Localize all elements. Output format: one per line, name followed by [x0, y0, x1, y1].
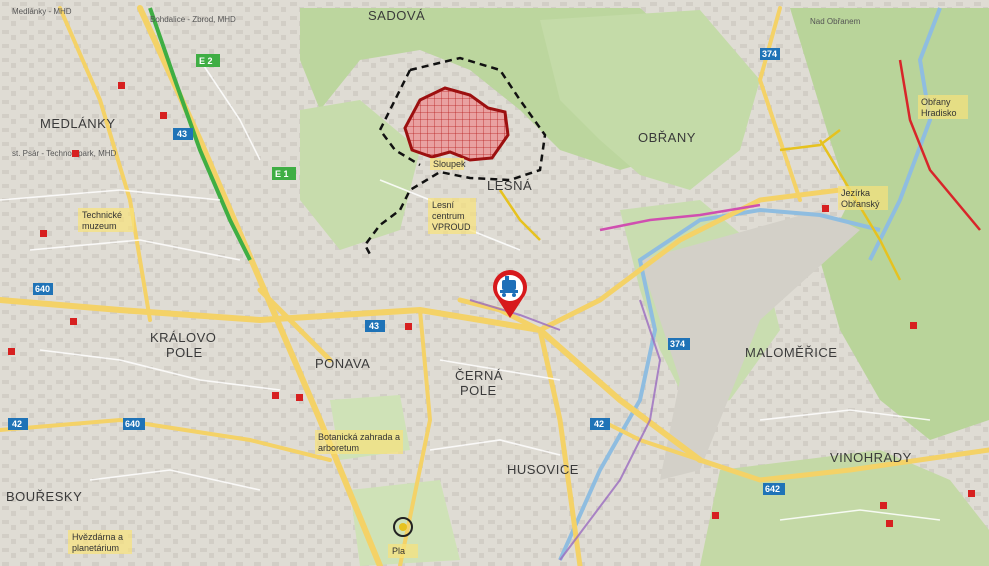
e-sign-2: E 1 [275, 169, 289, 179]
poi-marker[interactable] [118, 82, 125, 89]
label-vinohrady: VINOHRADY [830, 450, 912, 465]
road-shield-3: 374 [762, 49, 777, 59]
road-shield-4: 42 [594, 419, 604, 429]
poi-marker[interactable] [405, 323, 412, 330]
label-lesna: LESNÁ [487, 178, 532, 193]
label-stop-left: st. Psár - Technol. park, MHD [12, 149, 117, 158]
poi-marker[interactable] [272, 392, 279, 399]
road-shield-6: 43 [369, 321, 379, 331]
poi-marker[interactable] [40, 230, 47, 237]
label-malomerice: MALOMĚŘICE [745, 345, 837, 360]
label-obrany: OBŘANY [638, 130, 696, 145]
streets [0, 59, 941, 521]
small-labels: Medlánky - MHD Bohdalice - Zbrod, MHD st… [12, 7, 861, 158]
poi-medlanky-2: muzeum [82, 221, 117, 231]
label-husovice: HUSOVICE [507, 462, 579, 477]
reserve-buffer-boundary [363, 56, 547, 259]
train-location-marker[interactable] [493, 270, 527, 318]
label-medlanky: MEDLÁNKY [40, 116, 116, 131]
poi-lesna-1: Lesní [432, 200, 455, 210]
road-shield-2: 640 [35, 284, 50, 294]
motorway-signs: E 2 E 1 [196, 54, 296, 180]
label-pole-2: POLE [460, 383, 497, 398]
hiking-trails [498, 59, 981, 281]
river-svitava [558, 207, 881, 561]
circle-marker-inner [399, 523, 407, 531]
label-stop-top: Medlánky - MHD [12, 7, 72, 16]
road-shield-1: 43 [177, 129, 187, 139]
poi-labels: Lesní centrum VPROUD Sloupek Technické m… [68, 95, 968, 558]
poi-medlanky-1: Technické [82, 210, 122, 220]
poi-marker[interactable] [712, 512, 719, 519]
poi-right-1: Obřany [921, 97, 951, 107]
road-shield-5: 642 [765, 484, 780, 494]
poi-marker[interactable] [70, 318, 77, 325]
poi-marker[interactable] [8, 348, 15, 355]
label-stop-2: Bohdalice - Zbrod, MHD [150, 15, 236, 24]
protected-area[interactable] [403, 86, 510, 162]
e-sign-1: E 2 [199, 56, 213, 66]
park-bottom [350, 480, 460, 566]
poi-marker[interactable] [886, 520, 893, 527]
poi-top-right-1: Jezírka [841, 188, 870, 198]
river-svratka [868, 7, 942, 261]
poi-marker[interactable] [160, 112, 167, 119]
poi-top-right-2: Obřanský [841, 199, 880, 209]
road-shield-8: 42 [12, 419, 22, 429]
label-kralovo: KRÁLOVO [150, 330, 216, 345]
poi-marker[interactable] [880, 502, 887, 509]
poi-lesna-3: VPROUD [432, 222, 471, 232]
poi-ponava-2: arboretum [318, 443, 359, 453]
label-sadova: SADOVÁ [368, 8, 425, 23]
poi-right-2: Hradisko [921, 108, 957, 118]
label-cerna: ČERNÁ [455, 368, 503, 383]
poi-marker[interactable] [822, 205, 829, 212]
tram-lines [469, 299, 662, 561]
forest-obrany-hill [540, 10, 760, 190]
poi-marker[interactable] [296, 394, 303, 401]
forest-west-slope [300, 100, 420, 250]
poi-ponava-1: Botanická zahrada a [318, 432, 400, 442]
poi-marker[interactable] [910, 322, 917, 329]
circle-marker[interactable] [393, 517, 413, 537]
poi-reserve: Sloupek [433, 159, 466, 169]
poi-marker[interactable] [968, 490, 975, 497]
train-icon [500, 276, 518, 297]
district-labels: SADOVÁ MEDLÁNKY OBŘANY LESNÁ KRÁLOVO POL… [6, 8, 912, 504]
poi-marker[interactable] [72, 150, 79, 157]
railway-yard [640, 210, 860, 480]
label-ponava: PONAVA [315, 356, 370, 371]
poi-bottom: Pla [392, 546, 405, 556]
label-pole-1: POLE [166, 345, 203, 360]
label-road-top-right: Nad Obřanem [810, 17, 861, 26]
poi-lesna-2: centrum [432, 211, 465, 221]
label-bouresky: BOUŘESKY [6, 489, 82, 504]
poi-bottom-left-1: Hvězdárna a [72, 532, 123, 542]
road-shield-9: 640 [125, 419, 140, 429]
poi-markers[interactable] [8, 82, 975, 527]
poi-bottom-left-2: planetárium [72, 543, 119, 553]
road-shield-7: 374 [670, 339, 685, 349]
road-shields: 43 640 374 42 642 43 374 42 640 [8, 48, 785, 495]
motorway-e2 [148, 7, 252, 261]
